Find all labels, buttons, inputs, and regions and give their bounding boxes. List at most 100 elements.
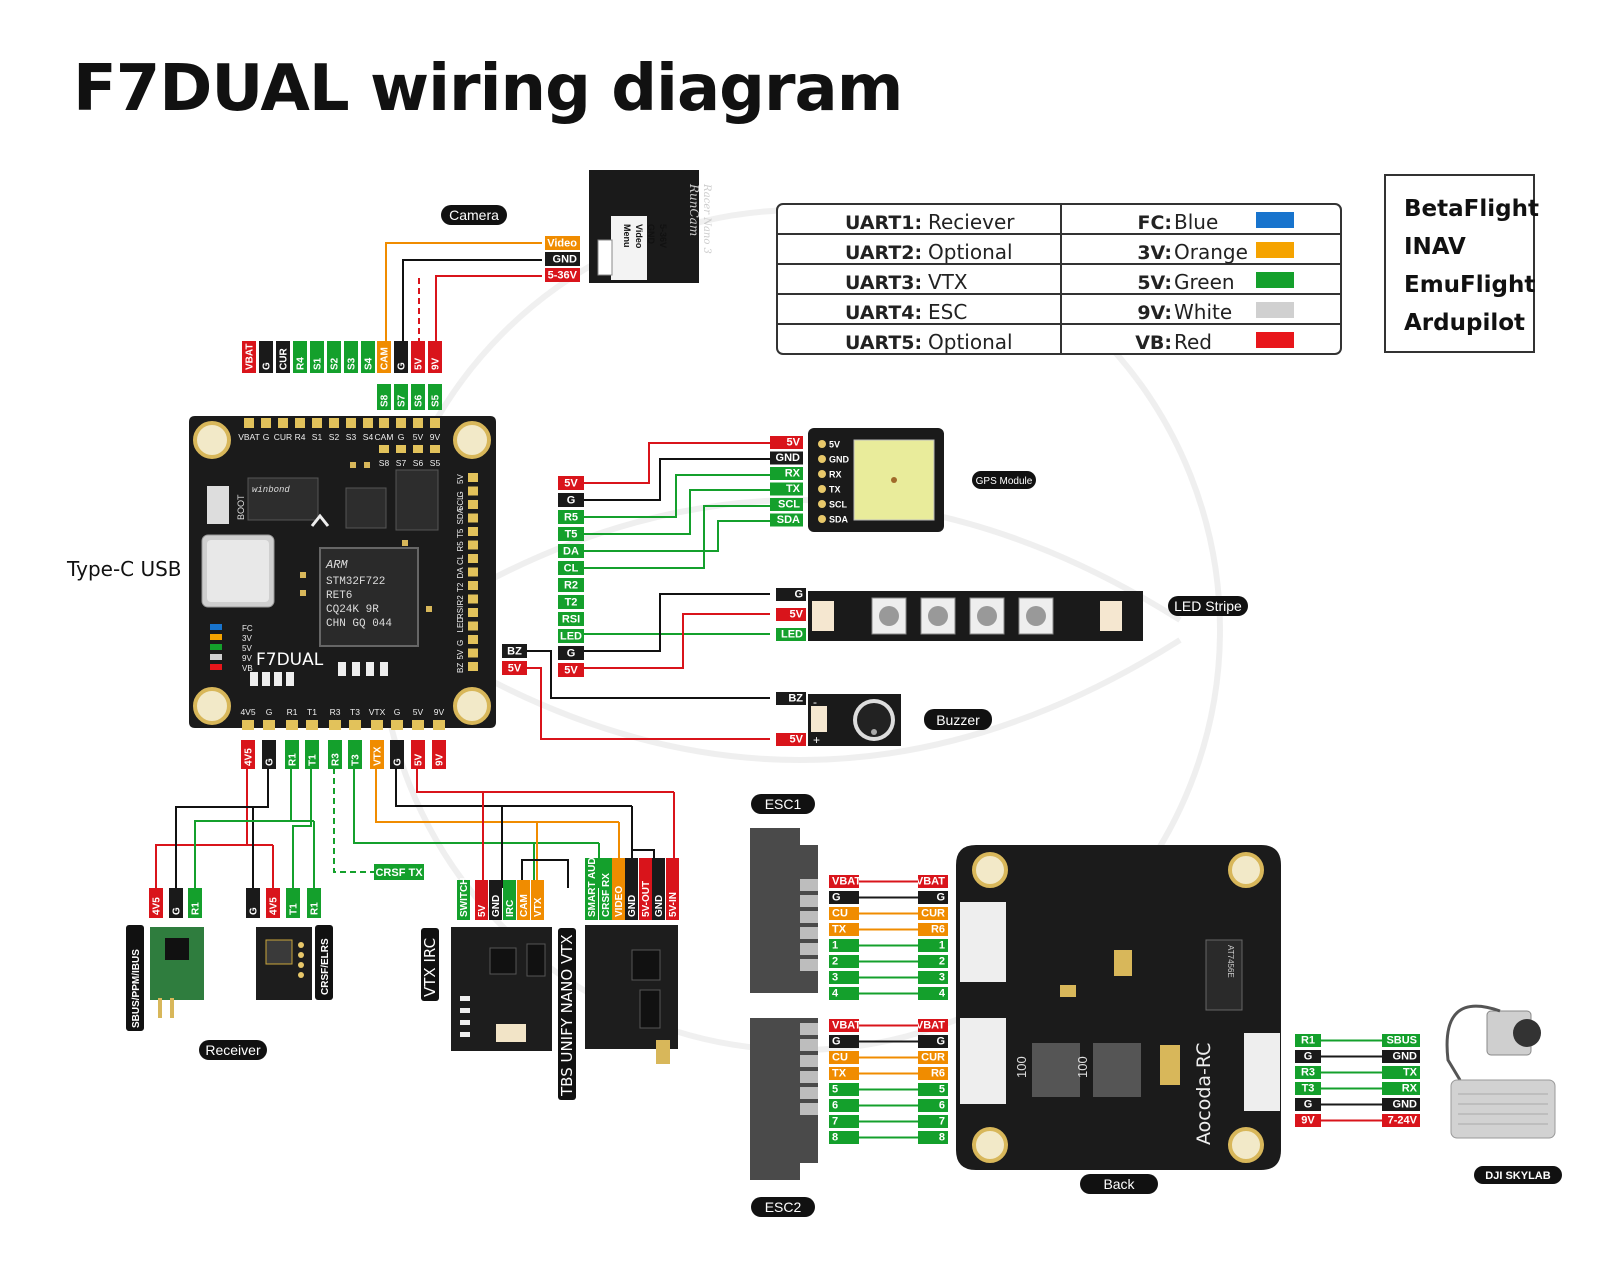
esc1-left-tag-4: 1 xyxy=(829,939,859,952)
svg-text:SCL: SCL xyxy=(778,499,800,511)
svg-text:G: G xyxy=(832,892,841,904)
buzzer-wire-tag-5v: 5V xyxy=(776,733,806,746)
camera-label: Camera xyxy=(449,207,499,223)
flash-brand: winbond xyxy=(252,485,290,495)
mcu-line-2: RET6 xyxy=(326,590,352,602)
fc-bottom-pad-label-3: T1 xyxy=(307,707,317,717)
svg-text:VBAT: VBAT xyxy=(916,876,945,888)
svg-text:SMART AUDIO: SMART AUDIO xyxy=(587,847,598,917)
fc-side-tag-0: 5V xyxy=(558,476,584,490)
svg-text:CAM: CAM xyxy=(380,347,391,370)
fc-top-pad-label-3: R4 xyxy=(295,432,306,442)
firmware-emuflight: EmuFlight xyxy=(1404,272,1535,298)
fc-right-pad-label-6: CL xyxy=(456,554,465,565)
esc1-left-tag-6: 3 xyxy=(829,971,859,984)
svg-text:6: 6 xyxy=(832,1100,838,1112)
flash-chip xyxy=(247,477,319,521)
esc1-left-tag-7: 4 xyxy=(829,987,859,1000)
svg-text:7-24V: 7-24V xyxy=(1388,1115,1418,1127)
svg-text:VBAT: VBAT xyxy=(832,876,861,888)
svg-text:S5: S5 xyxy=(431,394,442,407)
svg-text:G: G xyxy=(794,589,803,601)
svg-text:6: 6 xyxy=(939,1100,945,1112)
svg-text:S4: S4 xyxy=(364,357,375,370)
receiver-label: Receiver xyxy=(205,1042,261,1058)
esc2-left-tag-3: TX xyxy=(829,1067,859,1080)
fc-top-pad-label-9: G xyxy=(398,432,405,442)
color-swatch-1 xyxy=(1256,212,1294,228)
svg-text:9V: 9V xyxy=(435,753,446,766)
svg-text:G: G xyxy=(936,892,945,904)
inductor-2 xyxy=(1093,1043,1141,1097)
typec-label: Type-C USB xyxy=(66,557,182,581)
vtx-irc: VTX IRC xyxy=(421,927,552,1051)
firmware-betaflight: BetaFlight xyxy=(1404,196,1539,222)
camera-model: Racer Nano 3 xyxy=(701,183,712,254)
vtx-irc-label: VTX IRC xyxy=(421,938,439,997)
fc-side-tag-10: G xyxy=(558,646,584,660)
fc-side-tag-11: 5V xyxy=(558,663,584,677)
uart-use-5: Optional xyxy=(928,330,1013,354)
led-wire-tag-5v: 5V xyxy=(776,608,806,621)
fc-bz-5v-tag: 5V xyxy=(502,661,527,675)
esc2-socket xyxy=(960,1018,1006,1104)
esc2-left-tag-1: G xyxy=(829,1035,859,1048)
camera-wire-tag-video: Video xyxy=(545,236,580,250)
voltage-color-4: White xyxy=(1174,300,1232,324)
uart-id-3: UART3: xyxy=(845,272,922,294)
fc-top-tag-7: S4 xyxy=(361,341,375,373)
svg-text:RSI: RSI xyxy=(562,614,580,626)
osd-chip xyxy=(395,469,439,531)
fc-side-tag-6: R2 xyxy=(558,578,584,592)
esc1-right-tag-5: 2 xyxy=(918,955,948,968)
svg-text:CL: CL xyxy=(564,563,579,575)
rx2-tag-g: G xyxy=(246,888,260,918)
dji-label: DJI SKYLAB xyxy=(1485,1170,1550,1182)
fc-side-tag-3: T5 xyxy=(558,527,584,541)
fc-side-tag-1: G xyxy=(558,493,584,507)
fc-right-pad-label-1: G xyxy=(456,491,465,497)
svg-text:G: G xyxy=(1304,1099,1313,1111)
mcu-line-4: CHN GQ 044 xyxy=(326,618,392,630)
uart-id-1: UART1: xyxy=(845,212,922,234)
tbs-tag-2: VIDEO xyxy=(612,858,625,920)
svg-text:G: G xyxy=(172,907,183,915)
rx1-tag-r1: R1 xyxy=(188,888,202,918)
uart-id-4: UART4: xyxy=(845,302,922,324)
fc-side-tag-5: CL xyxy=(558,561,584,575)
svg-text:VBAT: VBAT xyxy=(916,1020,945,1032)
svg-text:S2: S2 xyxy=(330,357,341,370)
back-board-brand: Aocoda-RC xyxy=(1193,1043,1215,1145)
fc-bottom-tag-9: 9V xyxy=(432,740,446,769)
svg-text:CAM: CAM xyxy=(519,894,530,917)
tbs-tag-6: 5V-IN xyxy=(666,858,679,920)
mcu-line-3: CQ24K 9R xyxy=(326,604,379,616)
back-chip-label: AT7456E xyxy=(1226,945,1235,978)
fc-side-tag-8: RSI xyxy=(558,612,584,626)
svg-text:BZ: BZ xyxy=(788,693,803,705)
fc-top-pad2-label-s8: S8 xyxy=(379,458,390,468)
gps-pad-label-sda: SDA xyxy=(829,515,849,525)
esc2-right-tag-7: 8 xyxy=(918,1131,948,1144)
voltage-id-3: 5V: xyxy=(1137,272,1172,294)
voltage-color-2: Orange xyxy=(1174,240,1248,264)
fc-bottom-pad-label-0: 4V5 xyxy=(240,707,255,717)
fc-right-pad-label-7: DA xyxy=(456,567,465,579)
svg-text:5V: 5V xyxy=(787,437,801,449)
fc-right-pad-label-8: T2 xyxy=(456,582,465,592)
fc-top-pad-label-2: CUR xyxy=(274,432,292,442)
fc-top-pad-label-6: S3 xyxy=(346,432,357,442)
fc-right-pad-label-0: 5V xyxy=(456,474,465,484)
camera-pin-power: 5-36V xyxy=(658,224,668,248)
fc-right-pad-label-13: 5V xyxy=(456,649,465,659)
svg-text:CUR: CUR xyxy=(279,348,290,370)
camera-wire-tag-5-36v: 5-36V xyxy=(545,268,580,282)
tbs-unify-vtx: TBS UNIFY NANO VTX xyxy=(558,925,678,1100)
svg-text:5: 5 xyxy=(832,1084,838,1096)
svg-text:2: 2 xyxy=(939,956,945,968)
esc2-left-tag-6: 7 xyxy=(829,1115,859,1128)
uart-id-2: UART2: xyxy=(845,242,922,264)
